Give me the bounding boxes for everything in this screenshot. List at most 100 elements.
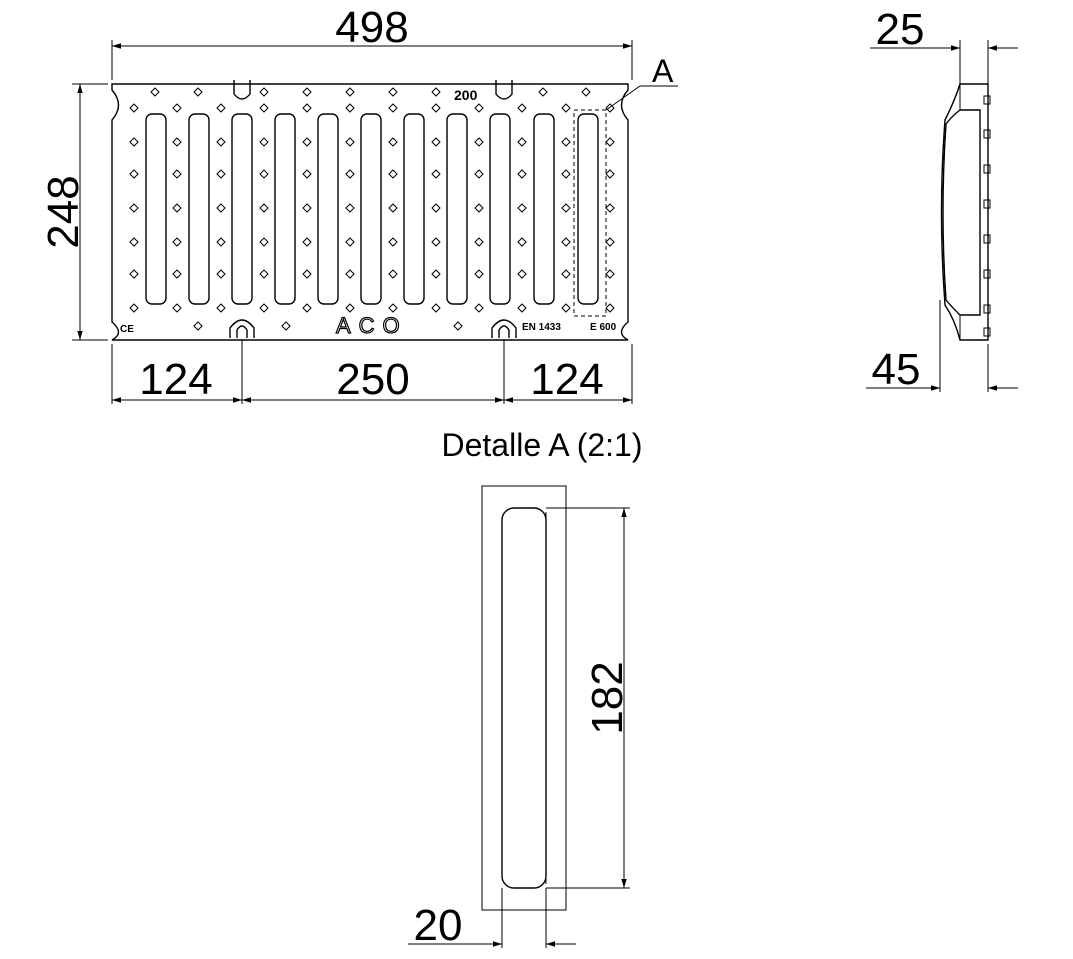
- anti-slip-diamonds: [129, 87, 615, 331]
- diamond-mark: [172, 203, 182, 213]
- diamond-mark: [129, 303, 139, 313]
- diamond-mark: [388, 169, 398, 179]
- diamond-mark: [431, 237, 441, 247]
- diamond-mark: [517, 303, 527, 313]
- svg-text:25: 25: [876, 5, 925, 54]
- top-slot-left: [233, 80, 251, 100]
- diamond-mark: [172, 303, 182, 313]
- detail-frame: [481, 485, 567, 911]
- diamond-mark: [259, 87, 269, 97]
- diamond-mark: [388, 137, 398, 147]
- svg-text:124: 124: [139, 355, 212, 404]
- diamond-mark: [474, 137, 484, 147]
- diamond-mark: [150, 87, 160, 97]
- diamond-mark: [517, 137, 527, 147]
- diamond-mark: [302, 269, 312, 279]
- bottom-slot-left: [229, 319, 255, 338]
- diamond-mark: [605, 237, 615, 247]
- diamond-mark: [605, 269, 615, 279]
- rib-slot: [489, 113, 511, 305]
- diamond-mark: [388, 203, 398, 213]
- diamond-mark: [388, 237, 398, 247]
- rib-slot: [446, 113, 468, 305]
- rib-slot: [188, 113, 210, 305]
- diamond-mark: [517, 169, 527, 179]
- rib-openings: [145, 113, 599, 305]
- rib-slot: [403, 113, 425, 305]
- detail-title: Detalle A (2:1): [442, 427, 643, 463]
- diamond-mark: [193, 321, 203, 331]
- diamond-mark: [605, 169, 615, 179]
- diamond-mark: [561, 137, 571, 147]
- diamond-mark: [172, 137, 182, 147]
- detail-ref-label: A: [652, 53, 674, 89]
- diamond-mark: [302, 137, 312, 147]
- diamond-mark: [216, 203, 226, 213]
- diamond-mark: [193, 87, 203, 97]
- standard-mark: EN 1433: [522, 322, 561, 333]
- diamond-mark: [302, 203, 312, 213]
- svg-text:250: 250: [336, 355, 409, 404]
- rib-slot: [533, 113, 555, 305]
- diamond-mark: [216, 137, 226, 147]
- side-tooth: [983, 164, 991, 174]
- diamond-mark: [453, 321, 463, 331]
- diamond-mark: [561, 237, 571, 247]
- rib-slot: [317, 113, 339, 305]
- diamond-mark: [172, 103, 182, 113]
- diamond-mark: [388, 87, 398, 97]
- svg-text:248: 248: [39, 175, 88, 248]
- diamond-mark: [129, 269, 139, 279]
- diamond-mark: [172, 269, 182, 279]
- diamond-mark: [581, 87, 591, 97]
- diamond-mark: [129, 137, 139, 147]
- diamond-mark: [302, 237, 312, 247]
- class-mark: E 600: [590, 322, 617, 333]
- diamond-mark: [605, 303, 615, 313]
- diamond-mark: [345, 169, 355, 179]
- diamond-mark: [561, 169, 571, 179]
- diamond-mark: [345, 237, 355, 247]
- side-tooth: [983, 269, 991, 279]
- diamond-mark: [216, 169, 226, 179]
- diamond-mark: [388, 269, 398, 279]
- dim-side-bottom: 45: [866, 300, 1018, 394]
- diamond-mark: [474, 303, 484, 313]
- diamond-mark: [517, 269, 527, 279]
- diamond-mark: [605, 137, 615, 147]
- diamond-mark: [259, 237, 269, 247]
- svg-text:124: 124: [530, 355, 603, 404]
- diamond-mark: [302, 87, 312, 97]
- load-mark: 200: [454, 87, 478, 103]
- detail-view: Detalle A (2:1) 182 20: [408, 427, 643, 950]
- rib-slot: [145, 113, 167, 305]
- side-tooth: [983, 327, 991, 337]
- diamond-mark: [172, 237, 182, 247]
- rib-slot: [274, 113, 296, 305]
- top-slot-right: [495, 80, 513, 100]
- diamond-mark: [302, 169, 312, 179]
- diamond-mark: [345, 269, 355, 279]
- dim-height: 248: [39, 83, 108, 341]
- dim-width: 498: [111, 3, 633, 80]
- diamond-mark: [561, 203, 571, 213]
- rib-slot: [231, 113, 253, 305]
- diamond-mark: [474, 269, 484, 279]
- diamond-mark: [259, 169, 269, 179]
- dim-detail-length: 182: [546, 507, 632, 889]
- ce-mark: CE: [120, 324, 134, 335]
- diamond-mark: [538, 87, 548, 97]
- diamond-mark: [431, 303, 441, 313]
- diamond-mark: [474, 169, 484, 179]
- diamond-mark: [172, 169, 182, 179]
- brand-mark: ACO: [336, 313, 408, 338]
- diamond-mark: [259, 103, 269, 113]
- diamond-mark: [605, 203, 615, 213]
- diamond-mark: [605, 103, 615, 113]
- side-profile: [940, 83, 989, 341]
- diamond-mark: [517, 103, 527, 113]
- diamond-mark: [281, 321, 291, 331]
- dim-bottom-chain: 124 250 124: [111, 340, 633, 404]
- diamond-mark: [431, 169, 441, 179]
